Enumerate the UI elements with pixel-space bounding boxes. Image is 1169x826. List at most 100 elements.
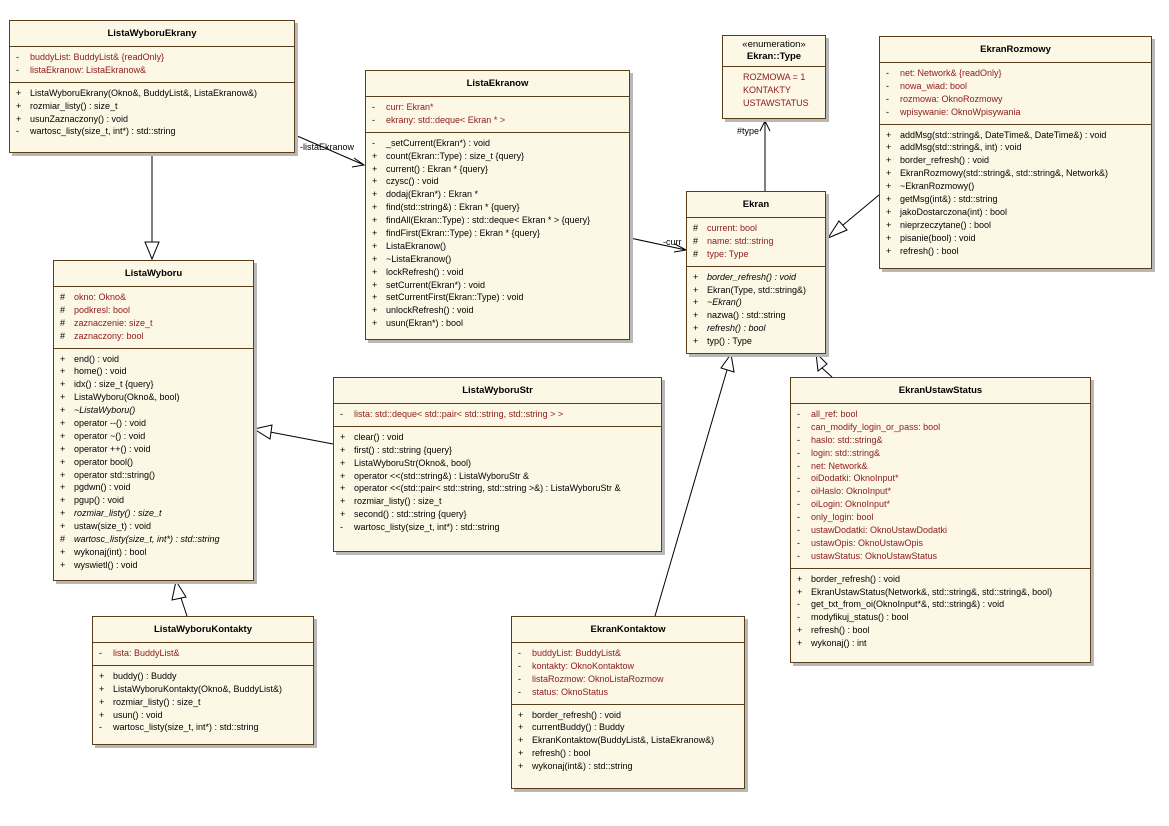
operation-row: +home() : void bbox=[60, 365, 247, 378]
attribute-row: #type: Type bbox=[693, 248, 819, 261]
visibility-marker: + bbox=[60, 430, 66, 441]
operation-row: +dodaj(Ekran*) : Ekran * bbox=[372, 188, 623, 201]
attribute-section: -all_ref: bool-can_modify_login_or_pass:… bbox=[791, 404, 1090, 569]
visibility-marker: + bbox=[886, 142, 892, 153]
class-box-listawyboruekrany[interactable]: ListaWyboruEkrany-buddyList: BuddyList& … bbox=[9, 20, 295, 153]
attribute-row: -oiLogin: OknoInput* bbox=[797, 498, 1084, 511]
visibility-marker: + bbox=[797, 638, 803, 649]
operation-text: czysc() : void bbox=[386, 176, 439, 187]
attribute-row: -nowa_wiad: bool bbox=[886, 80, 1145, 93]
operation-text: modyfikuj_status() : bool bbox=[811, 612, 909, 623]
visibility-marker: + bbox=[693, 284, 699, 295]
attribute-text: current: bool bbox=[707, 223, 758, 233]
class-box-listawyborukontakty[interactable]: ListaWyboruKontakty-lista: BuddyList&+bu… bbox=[92, 616, 314, 745]
operation-text: second() : std::string {query} bbox=[354, 509, 467, 520]
visibility-marker: + bbox=[372, 202, 378, 213]
class-box-ekrankontaktow[interactable]: EkranKontaktow-buddyList: BuddyList&-kon… bbox=[511, 616, 745, 789]
visibility-marker: + bbox=[60, 392, 66, 403]
operation-text: ListaEkranow() bbox=[386, 240, 447, 251]
attribute-text: ustawStatus: OknoUstawStatus bbox=[811, 550, 938, 561]
operation-text: getMsg(int&) : std::string bbox=[900, 194, 998, 205]
visibility-marker: - bbox=[797, 537, 800, 548]
visibility-marker: + bbox=[99, 683, 105, 694]
attribute-text: ustawOpis: OknoUstawOpis bbox=[811, 537, 924, 548]
visibility-marker: + bbox=[16, 100, 22, 111]
operation-section: +border_refresh() : void+EkranUstawStatu… bbox=[791, 569, 1090, 655]
attribute-row: -ustawStatus: OknoUstawStatus bbox=[797, 550, 1084, 563]
operation-row: +unlockRefresh() : void bbox=[372, 304, 623, 317]
operation-text: nieprzeczytane() : bool bbox=[900, 219, 992, 230]
attribute-text: kontakty: OknoKontaktow bbox=[532, 660, 635, 671]
visibility-marker: + bbox=[99, 709, 105, 720]
operation-text: get_txt_from_oi(OknoInput*&, std::string… bbox=[811, 599, 1005, 610]
class-box-ekranustawstatus[interactable]: EkranUstawStatus-all_ref: bool-can_modif… bbox=[790, 377, 1091, 663]
visibility-marker: # bbox=[693, 235, 699, 246]
visibility-marker: - bbox=[797, 499, 800, 510]
operation-row: +usun() : void bbox=[99, 709, 307, 722]
operation-text: ~ListaWyboru() bbox=[74, 405, 136, 416]
visibility-marker: + bbox=[340, 444, 346, 455]
operation-row: +usun(Ekran*) : bool bbox=[372, 317, 623, 330]
visibility-marker: - bbox=[372, 114, 375, 125]
enum-name: Ekran::Type bbox=[746, 51, 802, 62]
association-role-label: #type bbox=[737, 126, 760, 136]
enum-header: «enumeration» Ekran::Type bbox=[723, 36, 825, 67]
visibility-marker: + bbox=[797, 586, 803, 597]
operation-text: nazwa() : std::string bbox=[707, 310, 786, 321]
enum-box-ekran-type[interactable]: «enumeration» Ekran::Type ROZMOWA = 1 KO… bbox=[722, 35, 826, 119]
attribute-text: status: OknoStatus bbox=[532, 686, 609, 697]
operation-text: idx() : size_t {query} bbox=[74, 379, 154, 390]
operation-row: +operator bool() bbox=[60, 456, 247, 469]
generalization-line bbox=[842, 194, 880, 226]
class-box-ekranrozmowy[interactable]: EkranRozmowy-net: Network& {readOnly}-no… bbox=[879, 36, 1152, 269]
visibility-marker: + bbox=[16, 113, 22, 124]
operation-text: refresh() : bool bbox=[707, 323, 766, 334]
attribute-text: haslo: std::string& bbox=[811, 434, 883, 445]
generalization-line bbox=[821, 367, 833, 378]
attribute-section: -buddyList: BuddyList&-kontakty: OknoKon… bbox=[512, 643, 744, 705]
operation-row: +findFirst(Ekran::Type) : Ekran * {query… bbox=[372, 227, 623, 240]
visibility-marker: + bbox=[60, 366, 66, 377]
generalization-arrowhead bbox=[826, 220, 848, 240]
attribute-row: -net: Network& {readOnly} bbox=[886, 67, 1145, 80]
association-line bbox=[629, 237, 687, 251]
attribute-section: #current: bool#name: std::string#type: T… bbox=[687, 218, 825, 267]
operation-row: +idx() : size_t {query} bbox=[60, 378, 247, 391]
class-box-listaekranow[interactable]: ListaEkranow-curr: Ekran*-ekrany: std::d… bbox=[365, 70, 630, 340]
visibility-marker: + bbox=[693, 323, 699, 334]
class-box-listawyboru[interactable]: ListaWyboru#okno: Okno&#podkresl: bool#z… bbox=[53, 260, 254, 581]
operation-row: +clear() : void bbox=[340, 431, 655, 444]
attribute-row: -all_ref: bool bbox=[797, 408, 1084, 421]
visibility-marker: + bbox=[60, 443, 66, 454]
class-box-ekran[interactable]: Ekran#current: bool#name: std::string#ty… bbox=[686, 191, 826, 354]
operation-text: ListaWyboru(Okno&, bool) bbox=[74, 392, 180, 403]
operation-text: pgup() : void bbox=[74, 495, 125, 506]
generalization-line bbox=[269, 431, 334, 445]
operation-text: EkranUstawStatus(Network&, std::string&,… bbox=[811, 586, 1053, 597]
operation-row: +operator ++() : void bbox=[60, 443, 247, 456]
attribute-row: #zaznaczenie: size_t bbox=[60, 317, 247, 330]
attribute-row: -curr: Ekran* bbox=[372, 101, 623, 114]
operation-text: operator ~() : void bbox=[74, 430, 146, 441]
visibility-marker: - bbox=[518, 648, 521, 658]
visibility-marker: + bbox=[886, 155, 892, 166]
visibility-marker: + bbox=[60, 521, 66, 532]
class-box-listawyborustr[interactable]: ListaWyboruStr-lista: std::deque< std::p… bbox=[333, 377, 662, 552]
visibility-marker: - bbox=[886, 68, 889, 78]
visibility-marker: + bbox=[886, 219, 892, 230]
attribute-text: okno: Okno& bbox=[74, 292, 127, 302]
visibility-marker: + bbox=[886, 206, 892, 217]
attribute-text: ekrany: std::deque< Ekran * > bbox=[386, 114, 506, 125]
operation-text: ~EkranRozmowy() bbox=[900, 181, 975, 192]
operation-row: +border_refresh() : void bbox=[693, 271, 819, 284]
visibility-marker: + bbox=[60, 456, 66, 467]
attribute-text: podkresl: bool bbox=[74, 304, 131, 315]
visibility-marker: - bbox=[372, 102, 375, 112]
operation-row: +rozmiar_listy() : size_t bbox=[340, 495, 655, 508]
operation-row: +currentBuddy() : Buddy bbox=[518, 721, 738, 734]
operation-row: +~Ekran() bbox=[693, 296, 819, 309]
visibility-marker: + bbox=[693, 297, 699, 308]
association-role-label: -listaEkranow bbox=[300, 142, 355, 152]
attribute-section: -net: Network& {readOnly}-nowa_wiad: boo… bbox=[880, 63, 1151, 125]
visibility-marker: + bbox=[372, 163, 378, 174]
